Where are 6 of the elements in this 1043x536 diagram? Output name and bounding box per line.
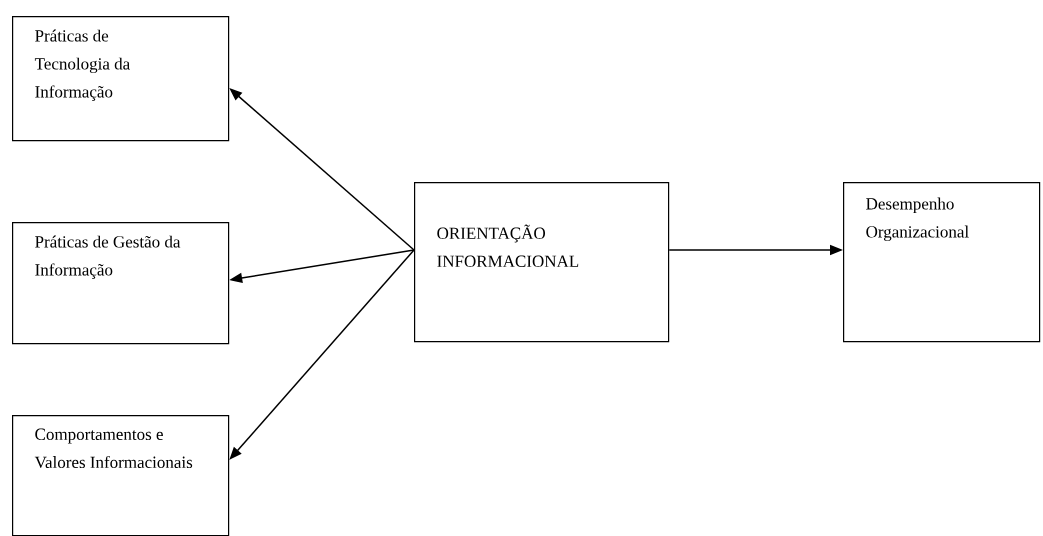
arrow <box>229 249 415 460</box>
concept-box: Práticas de Gestão da Informação <box>12 222 230 345</box>
concept-box: Desempenho Organizacional <box>843 182 1041 343</box>
concept-box: Comportamentos e Valores Informacionais <box>12 415 230 536</box>
concept-box: Práticas de Tecnologia da Informação <box>12 16 230 142</box>
concept-box: ORIENTAÇÃO INFORMACIONAL <box>414 182 670 343</box>
